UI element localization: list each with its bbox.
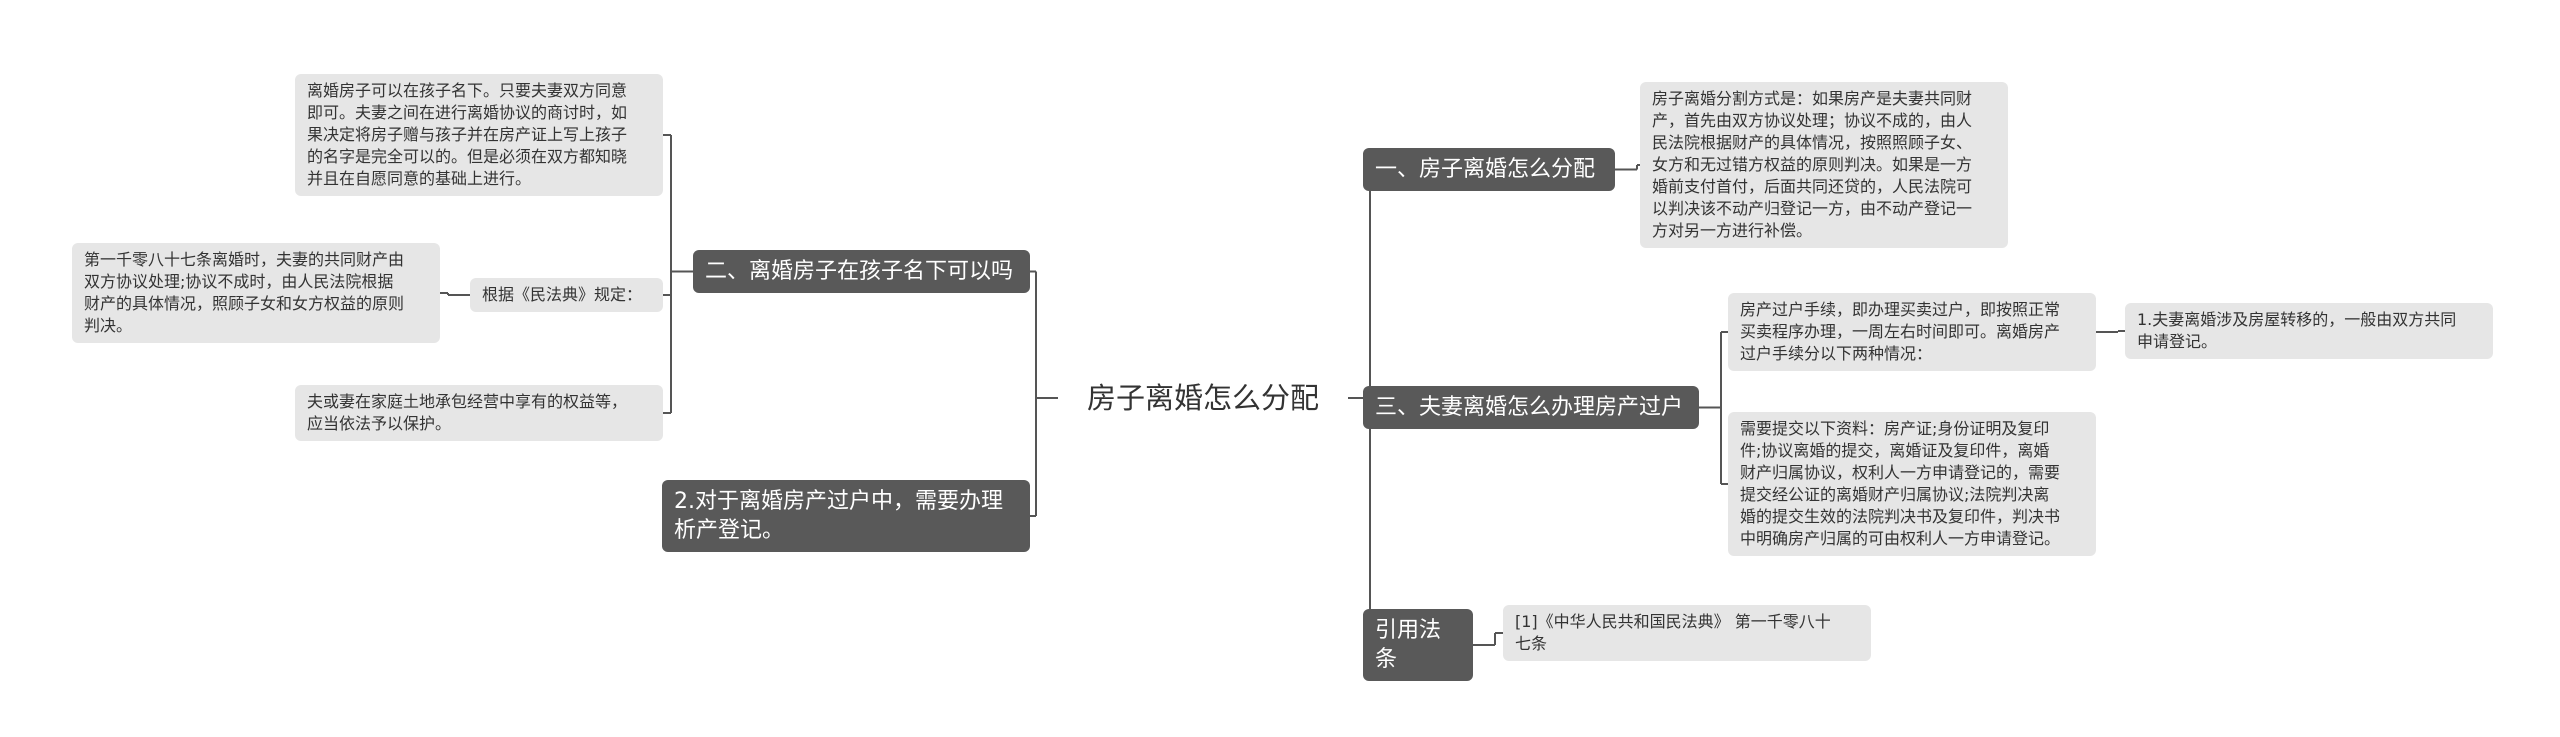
connector-b2-path — [663, 134, 693, 414]
leaf-transfer-steps[interactable]: 房产过户手续，即办理买卖过户，即按照正常 买卖程序办理，一周左右时间即可。离婚房… — [1728, 293, 2096, 371]
connector-b3-leaf1 — [2096, 330, 2125, 333]
leaf-civil-code-article[interactable]: [1]《中华人民共和国民法典》 第一千零八十 七条 — [1503, 605, 1871, 661]
connector-b2-leaf2 — [440, 292, 470, 296]
connector-b3-leaf1-path — [2096, 330, 2125, 333]
leaf-civil-code-provision[interactable]: 根据《民法典》规定： — [470, 278, 663, 312]
connector-b3 — [1699, 331, 1728, 485]
connector-b2-leaf2-path — [440, 292, 470, 296]
connector-root-left — [1030, 270, 1058, 517]
branch-house-division[interactable]: 一、房子离婚怎么分配 — [1363, 148, 1615, 191]
leaf-required-documents[interactable]: 需要提交以下资料：房产证;身份证明及复印 件;协议离婚的提交，离婚证及复印件，离… — [1728, 412, 2096, 556]
leaf-land-contract-rights[interactable]: 夫或妻在家庭土地承包经营中享有的权益等， 应当依法予以保护。 — [295, 385, 663, 441]
branch-partition-registration[interactable]: 2.对于离婚房产过户中，需要办理 析产登记。 — [662, 480, 1030, 552]
connector-b1 — [1615, 164, 1640, 171]
branch-house-in-child-name[interactable]: 二、离婚房子在孩子名下可以吗 — [693, 250, 1030, 293]
leaf-joint-registration[interactable]: 1.夫妻离婚涉及房屋转移的，一般由双方共同 申请登记。 — [2125, 303, 2493, 359]
leaf-article-1087[interactable]: 第一千零八十七条离婚时，夫妻的共同财产由 双方协议处理;协议不成时，由人民法院根… — [72, 243, 440, 343]
connector-b3-path — [1699, 331, 1728, 485]
leaf-child-name-ok[interactable]: 离婚房子可以在孩子名下。只要夫妻双方同意 即可。夫妻之间在进行离婚协议的商讨时，… — [295, 74, 663, 196]
branch-cited-law[interactable]: 引用法条 — [1363, 609, 1473, 681]
branch-transfer-procedure[interactable]: 三、夫妻离婚怎么办理房产过户 — [1363, 386, 1699, 429]
connector-b2 — [663, 134, 693, 414]
connector-b1-path — [1615, 164, 1640, 171]
connector-b4-path — [1473, 632, 1503, 646]
connector-b4 — [1473, 632, 1503, 646]
connector-root-left-path — [1030, 270, 1058, 517]
root-topic[interactable]: 房子离婚怎么分配 — [1058, 381, 1348, 415]
leaf-division-method[interactable]: 房子离婚分割方式是：如果房产是夫妻共同财 产，首先由双方协议处理；协议不成的，由… — [1640, 82, 2008, 248]
